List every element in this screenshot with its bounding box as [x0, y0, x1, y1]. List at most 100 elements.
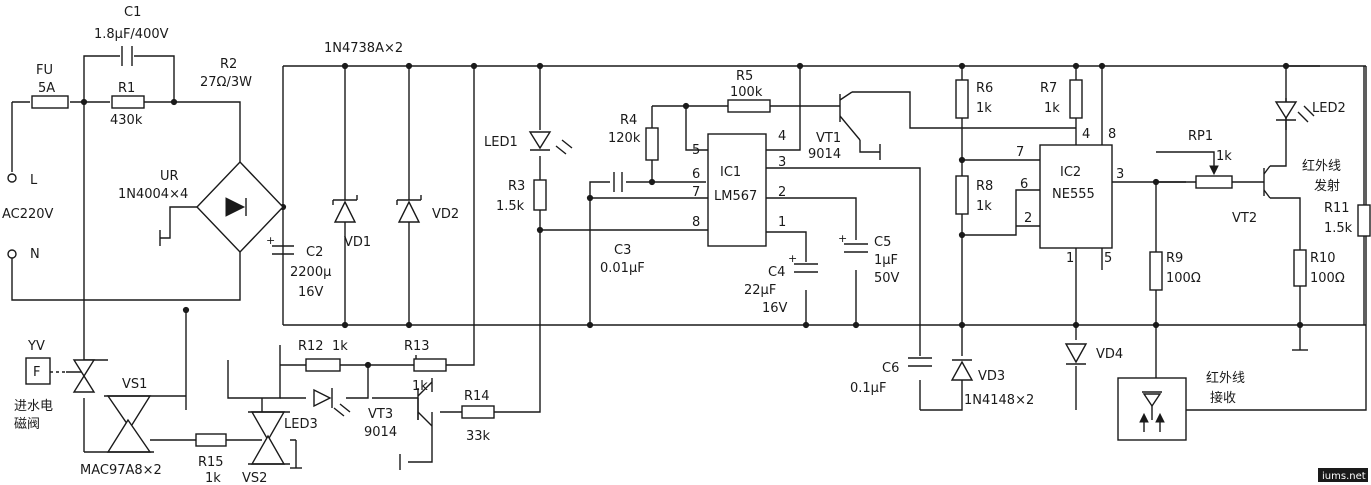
c3-label: C3	[614, 243, 631, 258]
resistor-r15: R15 1k	[195, 433, 227, 485]
watermark-text: iums.net	[1322, 471, 1366, 482]
solenoid-valve-yv: F YV 进水电 磁阀	[14, 339, 96, 432]
resistor-r10: R10 100Ω	[1293, 249, 1345, 287]
fuse-fu: FU 5A	[31, 63, 69, 109]
led3: LED3	[284, 388, 351, 432]
led3-label: LED3	[284, 417, 318, 432]
ir-receiver: 红外线 接收	[1117, 370, 1245, 441]
c3-value: 0.01μF	[600, 261, 645, 276]
led2-label: LED2	[1312, 101, 1346, 116]
r10-value: 100Ω	[1310, 271, 1345, 286]
ic1-pin2: 2	[778, 185, 786, 200]
resistor-r6: R6 1k	[955, 79, 993, 119]
r13-label: R13	[404, 339, 430, 354]
valve-f-label: F	[33, 365, 40, 380]
vt1-value: 9014	[808, 147, 841, 162]
ic2-pin5: 5	[1104, 251, 1112, 266]
r9-label: R9	[1166, 251, 1183, 266]
r11-value: 1.5k	[1324, 221, 1353, 236]
valve-name-1: 进水电	[14, 399, 53, 414]
ic1-pin3: 3	[778, 155, 786, 170]
c6-value: 0.1μF	[850, 381, 886, 396]
capacitor-c2: + C2 2200μ 16V	[266, 234, 331, 300]
r9-value: 100Ω	[1166, 271, 1201, 286]
r2-value: 27Ω/3W	[200, 75, 252, 90]
zener-vd1: VD1	[332, 195, 371, 250]
ic2-type: NE555	[1052, 187, 1095, 202]
c1-label: C1	[124, 5, 141, 20]
ir-tx-label-2: 发射	[1314, 178, 1340, 194]
ic2-pin4: 4	[1082, 127, 1090, 142]
r10-label: R10	[1310, 251, 1336, 266]
c2-label: C2	[306, 245, 323, 260]
ic2-pin1: 1	[1066, 251, 1074, 266]
r4-value: 120k	[608, 131, 641, 146]
vd3-label: VD3	[978, 369, 1005, 384]
triac-type-label: MAC97A8×2	[80, 463, 162, 478]
r2-label: R2	[220, 57, 237, 72]
rp1-value: 1k	[1216, 149, 1232, 164]
r1-value: 430k	[110, 113, 143, 128]
capacitor-c5: + C5 1μF 50V	[838, 232, 900, 286]
r15-value: 1k	[205, 471, 221, 485]
yv-label: YV	[27, 339, 45, 354]
vt2-label: VT2	[1232, 211, 1257, 226]
junctions	[80, 62, 1304, 369]
transistor-vt3: VT3 9014	[364, 381, 433, 440]
ic2-ne555: IC2 NE555 7 6 2 4 8 3 1 5	[1016, 127, 1124, 266]
led1: LED1	[484, 131, 573, 155]
resistor-r2: R2 27Ω/3W	[200, 57, 252, 90]
ac-input: L AC220V N	[2, 173, 54, 262]
led1-label: LED1	[484, 135, 518, 150]
vd1-label: VD1	[344, 235, 371, 250]
ic1-pin4: 4	[778, 129, 786, 144]
c4-voltage: 16V	[762, 301, 788, 316]
ir-rx-label: 红外线	[1206, 370, 1245, 386]
r8-label: R8	[976, 179, 993, 194]
c5-value: 1μF	[874, 253, 898, 268]
ic2-pin8: 8	[1108, 127, 1116, 142]
r3-value: 1.5k	[496, 199, 525, 214]
r4-label: R4	[620, 113, 637, 128]
r11-label: R11	[1324, 201, 1350, 216]
ic1-pin8: 8	[692, 215, 700, 230]
rp1-label: RP1	[1188, 129, 1213, 144]
watermark: iums.net	[1318, 468, 1368, 482]
diode-pair-label: 1N4148×2	[964, 393, 1034, 408]
r12-value: 1k	[332, 339, 348, 354]
resistor-r8: R8 1k	[955, 175, 993, 215]
capacitor-c3: C3 0.01μF	[600, 172, 645, 276]
vs2-label: VS2	[242, 471, 267, 485]
ic2-pin7: 7	[1016, 145, 1024, 160]
c2-voltage: 16V	[298, 285, 324, 300]
ic2-pin2: 2	[1024, 211, 1032, 226]
c5-label: C5	[874, 235, 891, 250]
ir-tx-label: 红外线	[1302, 158, 1341, 174]
potentiometer-rp1: RP1 1k	[1188, 129, 1233, 189]
capacitor-c4: + C4 22μF 16V	[744, 252, 818, 316]
ic2-pin6: 6	[1020, 177, 1028, 192]
vd4-label: VD4	[1096, 347, 1123, 362]
capacitor-c1: C1 1.8μF/400V	[94, 5, 169, 66]
c6-label: C6	[882, 361, 899, 376]
transistor-vt2: VT2	[1232, 165, 1271, 226]
r7-value: 1k	[1044, 101, 1060, 116]
resistor-r14: R14 33k	[461, 389, 495, 444]
r3-label: R3	[508, 179, 525, 194]
r1-label: R1	[118, 81, 135, 96]
r5-label: R5	[736, 69, 753, 84]
resistor-r5: R5 100k	[727, 69, 771, 113]
resistor-r7: R7 1k	[1040, 79, 1083, 119]
l-terminal-label: L	[30, 173, 38, 188]
vs1-label: VS1	[122, 377, 147, 392]
r6-label: R6	[976, 81, 993, 96]
diode-vd3: VD3 1N4148×2	[950, 359, 1034, 408]
vd2-label: VD2	[432, 207, 459, 222]
triac-vs2: VS2	[242, 398, 296, 485]
ic1-type: LM567	[714, 189, 757, 204]
zener-vd2: VD2 1N4738A×2	[324, 41, 459, 223]
ur-value: 1N4004×4	[118, 187, 188, 202]
ic2-label: IC2	[1060, 165, 1081, 180]
diode-vd4: VD4	[1064, 343, 1123, 365]
